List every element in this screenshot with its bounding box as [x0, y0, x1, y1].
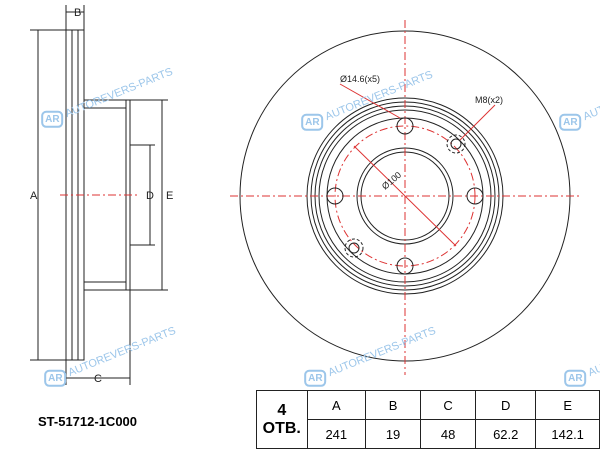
dim-label-a: A	[30, 190, 38, 202]
side-view	[30, 5, 168, 385]
front-view	[230, 20, 580, 375]
value-e: 142.1	[535, 419, 600, 449]
header-d: D	[475, 390, 537, 420]
header-e: E	[535, 390, 600, 420]
header-a: A	[306, 390, 367, 420]
value-a: 241	[306, 419, 367, 449]
part-number: ST-51712-1C000	[38, 414, 138, 429]
header-b: B	[365, 390, 422, 420]
thread-annotation: M8(x2)	[475, 95, 503, 105]
dimensions-table: 4 ОТВ. A B C D E 241 19 48 62.2 142.1	[256, 390, 600, 449]
pcd-annotation: Ø100	[380, 170, 403, 192]
dim-label-c: C	[94, 373, 102, 385]
holes-count: 4 ОТВ.	[256, 390, 308, 449]
value-b: 19	[365, 419, 422, 449]
holes-annotation: Ø14.6(x5)	[340, 74, 380, 84]
dim-label-d: D	[146, 190, 154, 202]
dim-label-b: B	[74, 7, 81, 19]
value-d: 62.2	[475, 419, 537, 449]
value-c: 48	[420, 419, 477, 449]
dim-label-e: E	[166, 190, 173, 202]
header-c: C	[420, 390, 477, 420]
